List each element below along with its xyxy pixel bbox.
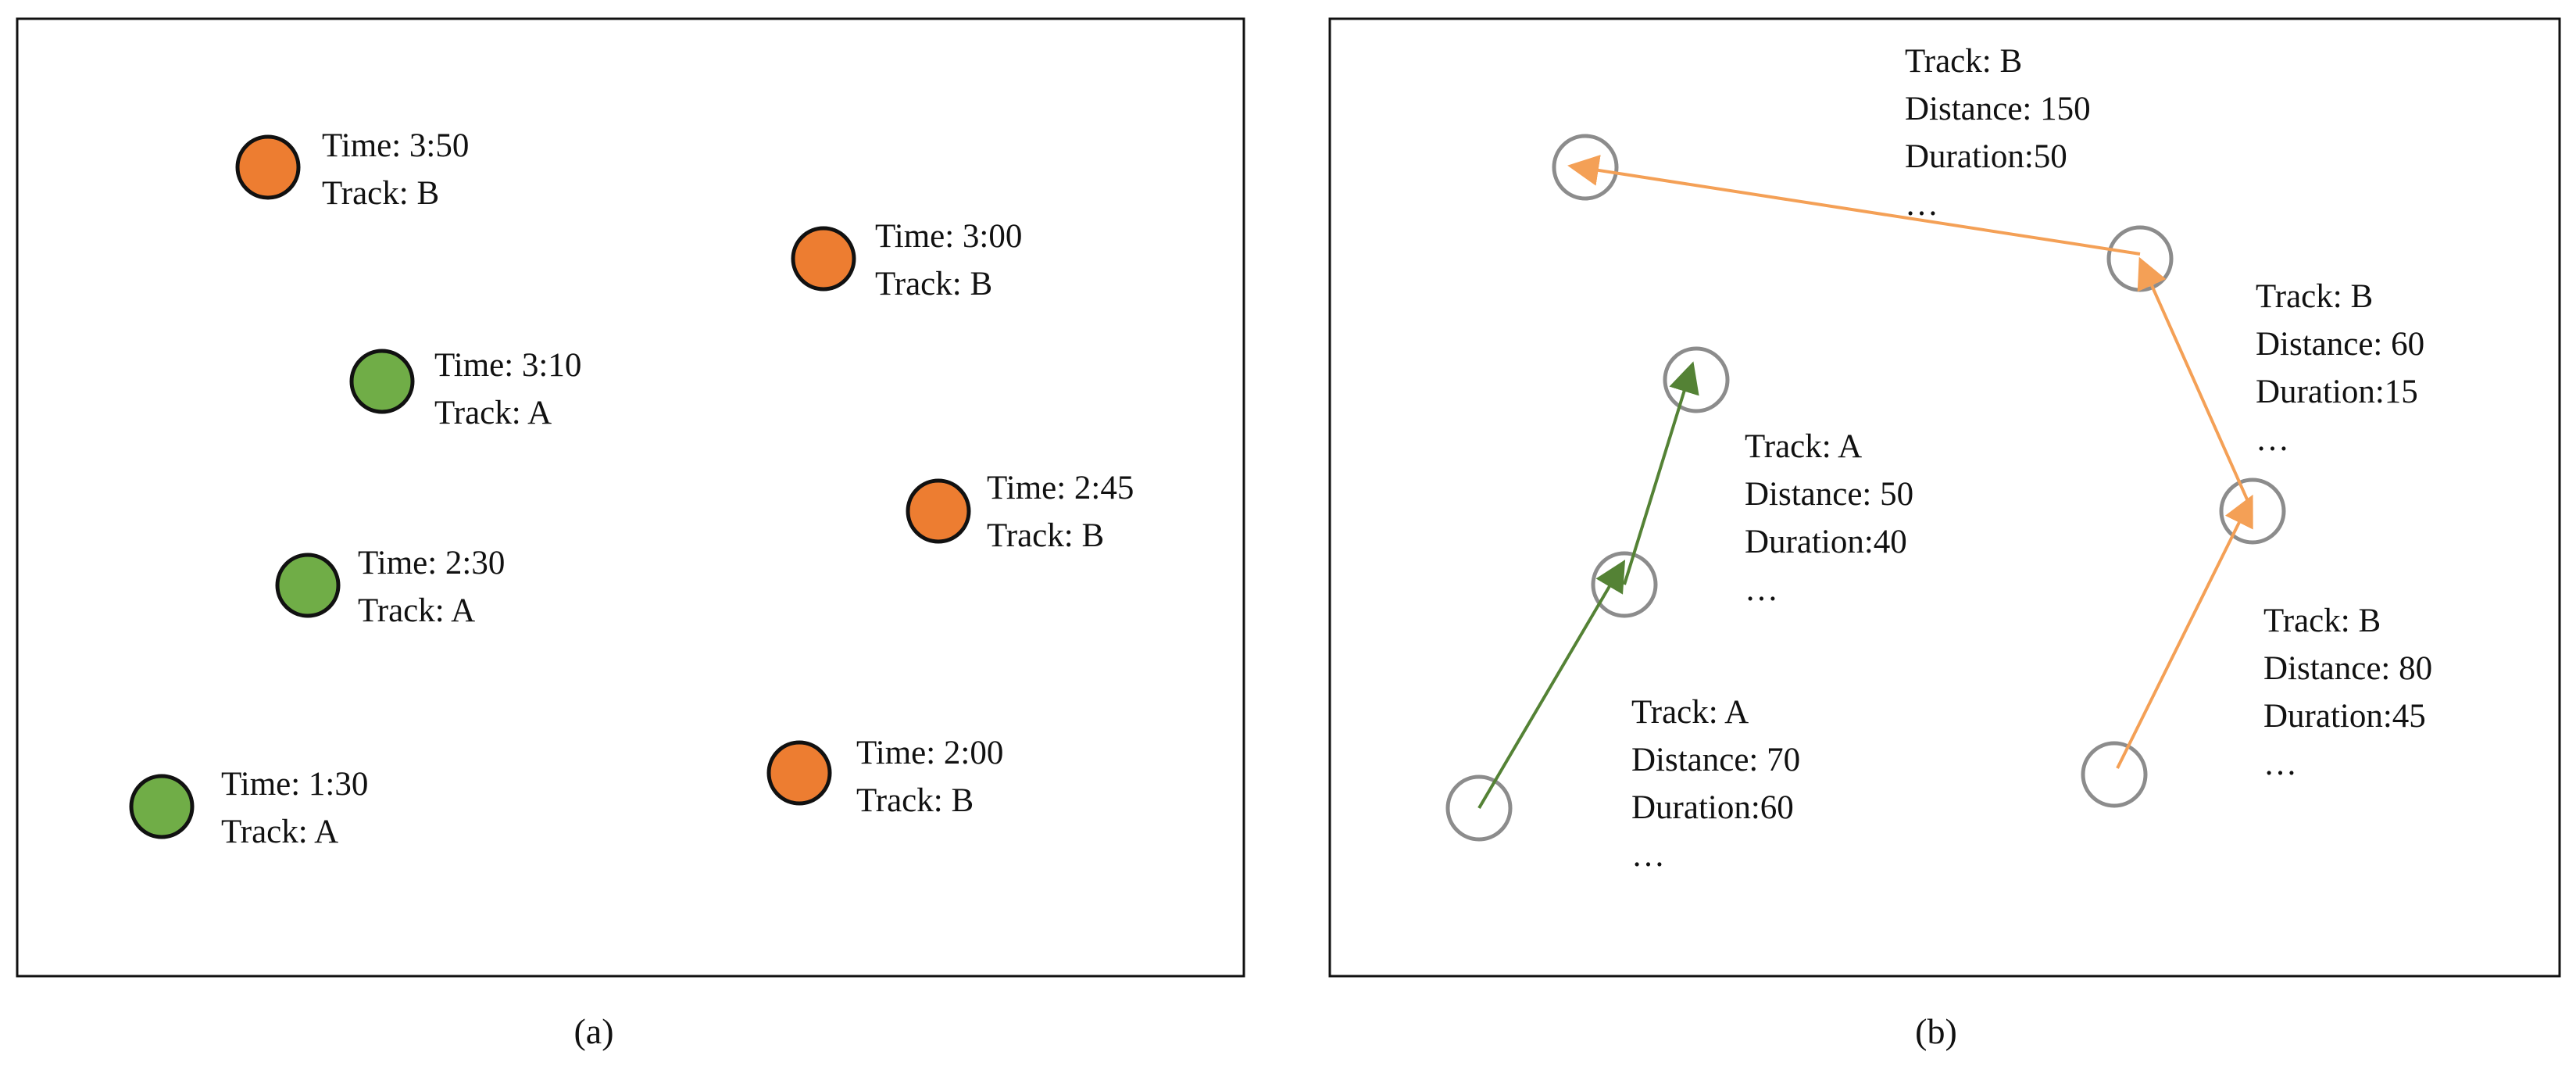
track-point: Time: 2:45 Track: B: [906, 470, 1134, 554]
track-point: Time: 2:30 Track: A: [275, 545, 505, 629]
point-track-label: Track: B: [987, 517, 1104, 554]
segment-distance: Distance: 70: [1631, 742, 1800, 778]
track-point: Time: 3:00 Track: B: [791, 218, 1022, 302]
segment-duration: Duration:40: [1745, 524, 1907, 560]
orange-point-marker: [791, 226, 856, 292]
segment-track: Track: A: [1745, 428, 1862, 465]
green-point-marker: [349, 349, 415, 414]
track-b-node-2: [2219, 478, 2286, 545]
point-time-label: Time: 2:45: [987, 470, 1134, 506]
point-time-label: Time: 1:30: [221, 766, 368, 803]
segment-ellipsis: …: [1905, 186, 1938, 223]
track-a-arrow: [1623, 361, 1699, 585]
segment-distance: Distance: 80: [2263, 650, 2432, 687]
panel-a: Time: 3:50 Track: B Time: 3:00 Track: B …: [16, 17, 1245, 1051]
segment-duration: Duration:60: [1631, 789, 1794, 826]
segment-label: Track: A Distance: 50 Duration:40 …: [1745, 428, 1913, 608]
point-time-label: Time: 3:10: [434, 347, 581, 384]
segment-label: Track: A Distance: 70 Duration:60 …: [1631, 694, 1800, 874]
orange-point-marker: [235, 134, 301, 200]
point-track-label: Track: B: [875, 266, 992, 302]
track-a-arrow: [1477, 560, 1626, 810]
segment-duration: Duration:45: [2263, 698, 2426, 735]
panel-b-frame: [1328, 17, 2561, 978]
track-b-arrow: [1567, 155, 2141, 256]
segment-track: Track: A: [1631, 694, 1749, 731]
track-b-node-start: [2081, 741, 2148, 808]
track-point: Time: 3:50 Track: B: [235, 127, 469, 212]
point-time-label: Time: 2:30: [358, 545, 505, 581]
point-time-label: Time: 2:00: [856, 735, 1003, 771]
segment-track: Track: B: [1905, 43, 2022, 80]
segment-ellipsis: …: [2256, 421, 2289, 458]
point-time-label: Time: 3:00: [875, 218, 1022, 255]
panel-b-caption: (b): [1915, 1011, 1957, 1051]
segment-track: Track: B: [2263, 603, 2381, 639]
green-point-marker: [129, 774, 195, 839]
segment-label: Track: B Distance: 60 Duration:15 …: [2256, 278, 2424, 458]
point-time-label: Time: 3:50: [322, 127, 469, 164]
point-track-label: Track: A: [221, 814, 338, 850]
track-a-node-start: [1445, 774, 1513, 842]
track-point: Time: 1:30 Track: A: [129, 766, 368, 850]
segment-duration: Duration:50: [1905, 138, 2067, 175]
segment-ellipsis: …: [1745, 571, 1778, 608]
segment-distance: Distance: 150: [1905, 91, 2091, 127]
orange-point-marker: [906, 478, 971, 544]
segment-label: Track: B Distance: 150 Duration:50 …: [1905, 43, 2091, 223]
track-point: Time: 2:00 Track: B: [766, 735, 1003, 819]
track-a-node-mid: [1591, 551, 1658, 618]
track-a-node-end: [1663, 346, 1730, 413]
segment-ellipsis: …: [2263, 746, 2297, 782]
segment-distance: Distance: 60: [2256, 326, 2424, 363]
segment-duration: Duration:15: [2256, 374, 2418, 410]
green-point-marker: [275, 553, 341, 618]
panel-a-caption: (a): [573, 1011, 613, 1051]
track-point: Time: 3:10 Track: A: [349, 347, 581, 431]
segment-track: Track: B: [2256, 278, 2373, 315]
orange-point-marker: [766, 740, 832, 806]
panel-a-frame: [16, 17, 1245, 978]
point-track-label: Track: A: [358, 592, 475, 629]
segment-distance: Distance: 50: [1745, 476, 1913, 513]
track-b-arrow: [2116, 494, 2253, 769]
point-track-label: Track: A: [434, 395, 552, 431]
point-track-label: Track: B: [856, 782, 974, 819]
segment-label: Track: B Distance: 80 Duration:45 …: [2263, 603, 2432, 782]
point-track-label: Track: B: [322, 175, 439, 212]
track-b-arrow: [2137, 256, 2252, 507]
track-b-node-end: [1552, 134, 1619, 201]
panel-b: Track: A Distance: 70 Duration:60 … Trac…: [1328, 17, 2561, 1051]
segment-ellipsis: …: [1631, 837, 1665, 874]
